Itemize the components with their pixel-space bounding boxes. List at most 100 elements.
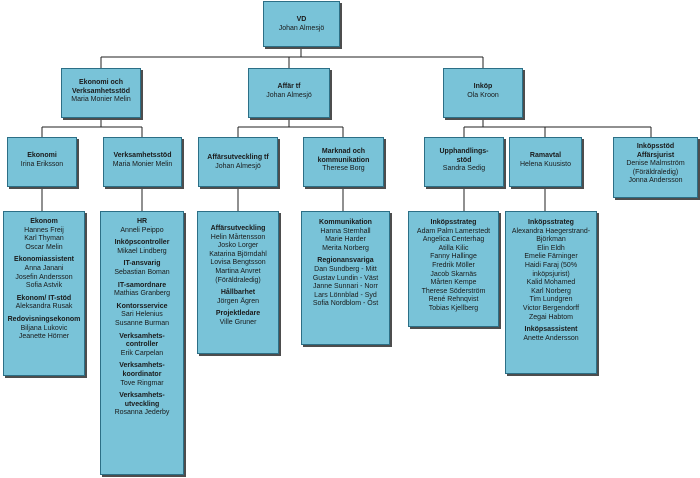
person-name: Biljana Lukovic — [20, 324, 68, 332]
person-name: Alexandra Haegerstrand- — [511, 227, 591, 235]
person-name: Karl Norberg — [531, 287, 571, 295]
person-name: inköpsjurist) — [532, 270, 570, 278]
upphandlingsstod-detail-box: Inköpsstrateg Adam Palm Lamerstedt Angel… — [408, 211, 499, 327]
group-title: Kontorsservice — [116, 302, 168, 310]
person-name: Victor Bergendorff — [522, 304, 580, 312]
ekonomi-name: Irina Eriksson — [20, 160, 64, 168]
upphandlingsstod-title-2: stöd — [456, 156, 472, 164]
ramavtal-title: Ramavtal — [529, 152, 562, 159]
person-name: Björkman — [536, 236, 566, 244]
upphandlingsstod-title-1: Upphandlings- — [439, 148, 489, 155]
person-name: Tim Lundgren — [529, 296, 573, 304]
person-name: Rosanna Jederby — [114, 409, 170, 417]
person-name: Lars Lönnblad - Syd — [314, 291, 377, 299]
person-name: Sofia Astvik — [25, 282, 63, 290]
person-name: Anna Janani — [24, 264, 64, 272]
verksamhetsstod-box[interactable]: Verksamhetsstöd Maria Monier Melin — [103, 137, 182, 187]
verksamhetsstod-detail-box: HR Anneli Peippo Inköpscontroller Mikael… — [100, 211, 184, 475]
inkop-title: Inköp — [473, 83, 493, 90]
person-name: Anneli Peippo — [120, 226, 164, 234]
person-name: Atilla Kilic — [438, 244, 469, 252]
ekonomi-verksamhetsstod-box[interactable]: Ekonomi och Verksamhetsstöd Maria Monier… — [61, 68, 141, 118]
person-name: Gustav Lundin - Väst — [312, 274, 379, 282]
group-title: Kommunikation — [319, 219, 372, 226]
person-name: Haidi Faraj (50% — [524, 261, 578, 269]
person-name: Hanna Sternhall — [320, 227, 371, 235]
ekonomi-verksamhetsstod-title-1: Ekonomi och — [79, 79, 123, 86]
person-name: Hannes Freij — [24, 226, 64, 234]
group-title: Hållbarhet — [220, 289, 256, 297]
upphandlingsstod-name: Sandra Sedig — [442, 165, 486, 173]
group-title: koordinator — [122, 370, 162, 378]
person-name: Dan Sundberg - Mitt — [314, 265, 377, 273]
group-title: Verksamhets- — [119, 362, 165, 370]
inkopsstod-affarsjurist-name-2: (Föräldraledig) — [632, 168, 679, 176]
person-name: Fredrik Möller — [432, 261, 475, 269]
person-name: Jörgen Ägren — [216, 297, 260, 305]
vd-box[interactable]: VD Johan Almesjö — [263, 1, 340, 47]
verksamhetsstod-name: Maria Monier Melin — [112, 160, 173, 168]
person-name: Helin Mårtensson — [210, 233, 266, 241]
person-name: Jacob Skarnäs — [430, 270, 477, 278]
group-title: Inköpscontroller — [114, 239, 170, 247]
person-name: Sebastian Boman — [114, 268, 170, 276]
affar-title: Affär tf — [277, 83, 301, 90]
ekonomi-verksamhetsstod-name: Maria Monier Melin — [71, 96, 131, 104]
person-name: Adam Palm Lamerstedt — [416, 227, 491, 235]
marknad-detail-box: Kommunikation Hanna Sternhall Marie Hard… — [301, 211, 390, 345]
ramavtal-box[interactable]: Ramavtal Helena Kuusisto — [509, 137, 582, 187]
person-name: Elin Eldh — [537, 244, 565, 252]
vd-title: VD — [296, 16, 307, 23]
marknad-title-2: kommunikation — [317, 156, 370, 164]
affar-box[interactable]: Affär tf Johan Almesjö — [248, 68, 330, 118]
affarsutveckling-name: Johan Almesjö — [215, 162, 261, 170]
group-title: Verksamhets- — [119, 392, 165, 400]
group-title: IT-ansvarig — [123, 260, 161, 268]
ramavtal-name: Helena Kuusisto — [520, 160, 571, 168]
group-title: Affärsutveckling — [210, 225, 266, 232]
group-title: Regionansvariga — [317, 257, 374, 265]
group-title: Inköpsstrateg — [430, 219, 477, 226]
ekonomi-title: Ekonomi — [27, 152, 57, 159]
ekonomi-verksamhetsstod-title-2: Verksamhetsstöd — [72, 87, 130, 95]
group-title: Redovisningsekonom — [7, 315, 81, 323]
person-name: René Rehnqvist — [428, 296, 479, 304]
person-name: Erik Carpelan — [120, 349, 164, 357]
person-name: Oscar Melin — [25, 243, 63, 251]
affar-name: Johan Almesjö — [266, 91, 312, 99]
marknad-name: Therese Borg — [322, 165, 365, 173]
vd-name: Johan Almesjö — [278, 24, 325, 32]
person-name: Josefin Andersson — [15, 273, 73, 281]
person-name: Sofia Nordblom - Öst — [312, 300, 379, 308]
group-title: Inköpsassistent — [524, 326, 578, 334]
person-name: Fanny Hallinge — [430, 253, 477, 261]
upphandlingsstod-box[interactable]: Upphandlings- stöd Sandra Sedig — [424, 137, 504, 187]
person-name: Susanne Burman — [114, 319, 170, 327]
group-title: HR — [136, 218, 148, 225]
inkop-box[interactable]: Inköp Ola Kroon — [443, 68, 523, 118]
group-title: Inköpsstrateg — [528, 219, 574, 226]
group-title: controller — [125, 341, 159, 349]
person-name: Therese Söderström — [421, 287, 486, 295]
group-title: Projektledare — [215, 310, 261, 318]
person-name: Jeanette Hörner — [18, 333, 70, 341]
inkopsstod-affarsjurist-box[interactable]: Inköpsstöd Affärsjurist Denise Malmström… — [613, 137, 698, 198]
person-name: Mårten Kempe — [430, 279, 477, 287]
person-name: Josko Lorger — [217, 242, 259, 250]
person-name: Lovisa Bengtsson — [210, 259, 266, 267]
group-title: Ekonomiassistent — [14, 256, 74, 264]
affarsutveckling-box[interactable]: Affärsutveckling tf Johan Almesjö — [198, 137, 278, 187]
inkop-name: Ola Kroon — [467, 91, 499, 99]
group-title: IT-samordnare — [117, 281, 167, 289]
person-name: Marie Harder — [325, 236, 366, 244]
group-title: utveckling — [124, 400, 160, 408]
person-name: (Föräldraledig) — [215, 276, 261, 284]
group-title: Ekonom/ IT-stöd — [16, 294, 72, 302]
marknad-title-1: Marknad och — [321, 148, 366, 155]
marknad-box[interactable]: Marknad och kommunikation Therese Borg — [303, 137, 384, 187]
person-name: Aleksandra Rusak — [15, 303, 73, 311]
person-name: Mathias Granberg — [113, 290, 171, 298]
person-name: Sari Helenius — [121, 311, 163, 319]
ekonomi-box[interactable]: Ekonomi Irina Eriksson — [7, 137, 77, 187]
